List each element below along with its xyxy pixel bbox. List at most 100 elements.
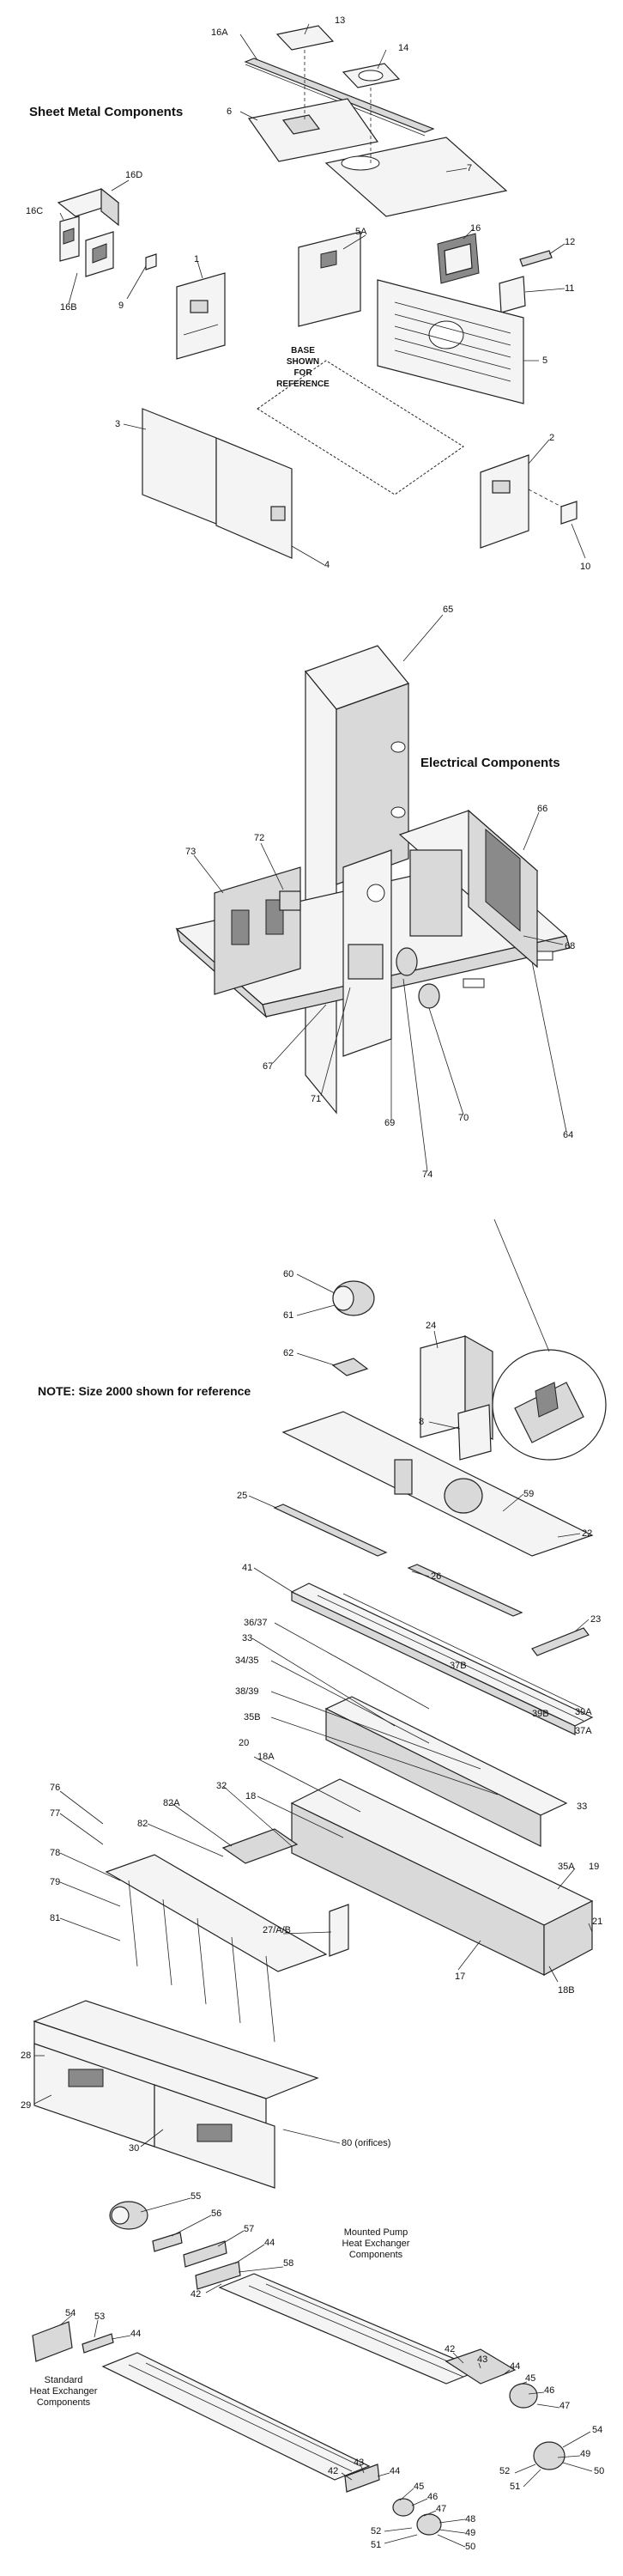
callout: 16C [26, 206, 44, 216]
callout: 49 [465, 2528, 476, 2538]
callout: 39A [575, 1707, 592, 1717]
callout: 74 [422, 1170, 433, 1180]
callout: 16 [470, 223, 481, 234]
callout: 44 [510, 2361, 521, 2372]
leader-lines-electrical [193, 614, 567, 1172]
callout: 36/37 [244, 1618, 268, 1628]
callout: 37A [575, 1726, 592, 1736]
callout: 64 [563, 1130, 574, 1140]
callout: 1 [194, 254, 200, 264]
part-82-gas-valves [221, 1828, 299, 1864]
callout: 30 [129, 2143, 140, 2154]
callout: 44 [264, 2238, 275, 2248]
part-7 [324, 137, 508, 217]
callout: 35A [558, 1862, 575, 1872]
callout: 5 [542, 355, 548, 366]
part-28-front-panel [33, 2000, 319, 2127]
callout: 19 [589, 1862, 600, 1872]
callout: 77 [50, 1808, 61, 1819]
callout: 81 [50, 1913, 61, 1923]
part-56-57-gaskets [152, 2232, 227, 2268]
part-mounted-hx [218, 2273, 482, 2385]
part-22-top-panel [281, 1411, 594, 1557]
callout: 41 [242, 1563, 253, 1573]
callout: 42 [191, 2289, 202, 2300]
callout: 60 [283, 1269, 294, 1279]
part-68-block [396, 947, 418, 976]
callout: 27/A/B [263, 1925, 292, 1935]
callout: 68 [565, 941, 576, 951]
part-62 [331, 1358, 369, 1376]
part-58-header [195, 2261, 241, 2290]
callout: 13 [335, 15, 346, 26]
callout: 32 [216, 1781, 227, 1791]
callout: 33 [242, 1633, 253, 1643]
callout: 45 [414, 2482, 425, 2492]
part-16d [57, 187, 120, 227]
callout: 46 [427, 2492, 439, 2502]
callout: 52 [371, 2526, 382, 2537]
callout: 43 [477, 2354, 488, 2365]
callout: 42 [328, 2466, 339, 2476]
callout: 8 [419, 1417, 425, 1427]
callout: 18B [558, 1985, 575, 1996]
callout: 82A [163, 1798, 180, 1808]
callout: 16B [60, 302, 77, 313]
callout: 39B [532, 1709, 549, 1719]
part-5a [298, 231, 361, 327]
part-5 [377, 279, 524, 404]
callout: 66 [537, 804, 548, 814]
callout: 16A [211, 27, 228, 38]
section-title-sheet-metal: Sheet Metal Components [29, 105, 184, 119]
callout: 3 [115, 419, 121, 429]
callout: 53 [94, 2312, 106, 2322]
leader-lines-middle [33, 1273, 593, 2148]
part-29-30-doors [33, 2043, 275, 2189]
callout: 11 [565, 283, 575, 294]
callout: 16D [125, 170, 143, 180]
part-10 [528, 489, 578, 525]
part-66-control-box [398, 809, 539, 969]
callout: 67 [263, 1061, 274, 1072]
callout: 44 [390, 2466, 401, 2476]
part-16b [85, 231, 114, 277]
callout: 78 [50, 1848, 61, 1858]
callout: 51 [510, 2482, 521, 2492]
callout: 73 [185, 847, 197, 857]
callout: 10 [580, 562, 591, 572]
part-1 [176, 272, 226, 360]
part-base-reference [257, 360, 464, 495]
callout: 58 [283, 2258, 294, 2269]
part-3 [142, 408, 217, 525]
callout: 47 [559, 2401, 571, 2411]
part-60-pump-motor [332, 1280, 375, 1316]
callout: 14 [398, 43, 409, 53]
part-2 [480, 454, 529, 549]
callout: 50 [594, 2466, 605, 2476]
callout: 79 [50, 1877, 61, 1887]
callout: 76 [50, 1783, 61, 1793]
callout: 48 [465, 2514, 476, 2524]
callout: 54 [592, 2425, 603, 2435]
callout: 33 [577, 1801, 588, 1812]
part-mounted-hx-end [445, 2348, 566, 2470]
part-16 [437, 233, 480, 284]
part-12 [519, 250, 553, 267]
note-base-reference: BASE SHOWN FOR REFERENCE [276, 346, 330, 389]
part-16c [59, 216, 80, 262]
callout: 62 [283, 1348, 294, 1358]
callout: 7 [467, 163, 473, 173]
callout: 18A [257, 1752, 275, 1762]
callout: 54 [65, 2308, 76, 2318]
part-67-panel [342, 849, 392, 1057]
part-13 [275, 25, 335, 51]
detail-circle [492, 1218, 607, 1461]
callout: 26 [431, 1571, 442, 1582]
leader-lines-sheet [59, 23, 586, 566]
section-title-electrical: Electrical Components [420, 756, 560, 770]
callout: 18 [245, 1791, 257, 1801]
part-std-hx-fittings [344, 2464, 442, 2536]
callout: 70 [458, 1113, 469, 1123]
